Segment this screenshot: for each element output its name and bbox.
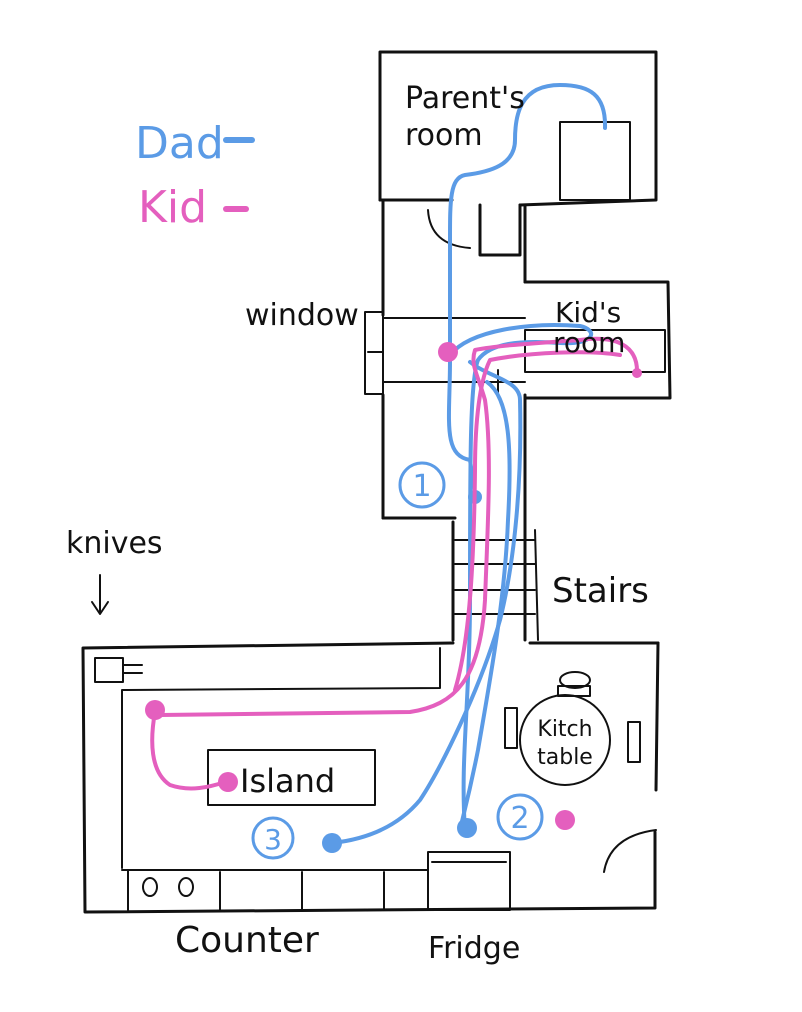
legend: Dad Kid	[135, 118, 255, 233]
parents-room	[378, 50, 658, 249]
knife-block-icon	[94, 657, 143, 683]
step-marker-2: 2	[496, 793, 544, 841]
fridge-box	[427, 851, 511, 911]
table-label-2: table	[537, 745, 593, 770]
step-1-label: 1	[412, 469, 431, 504]
parents-room-label-1: Parent's	[405, 81, 525, 116]
step-2-label: 2	[510, 801, 529, 836]
hallway	[381, 198, 527, 642]
window-label: window	[245, 298, 359, 333]
knives-label: knives	[66, 526, 163, 561]
fridge-label: Fridge	[428, 931, 520, 966]
island-box	[207, 749, 376, 806]
labels: Parent's room Kid's room window knives S…	[66, 81, 649, 966]
kids-room-label-2: room	[553, 326, 625, 359]
step-3-label: 3	[264, 823, 282, 856]
parents-room-label-2: room	[405, 118, 483, 153]
window	[364, 311, 384, 395]
stairs-label: Stairs	[552, 571, 649, 611]
island-label: Island	[240, 762, 335, 800]
dad-path	[322, 83, 608, 853]
step-marker-3: 3	[251, 816, 295, 860]
kitchen-table-icon	[504, 671, 641, 786]
kids-room-label-1: Kid's	[555, 296, 621, 329]
table-label-1: Kitch	[537, 717, 592, 742]
counter-label: Counter	[175, 920, 319, 961]
step-marker-1: 1	[398, 461, 446, 509]
legend-kid-label: Kid	[138, 182, 207, 233]
kid-path	[145, 336, 642, 830]
arrow-down-icon	[91, 574, 109, 615]
kids-room	[523, 280, 672, 400]
kitchen	[81, 641, 660, 914]
kid-start-dot	[438, 342, 458, 362]
legend-dad-label: Dad	[135, 118, 224, 169]
